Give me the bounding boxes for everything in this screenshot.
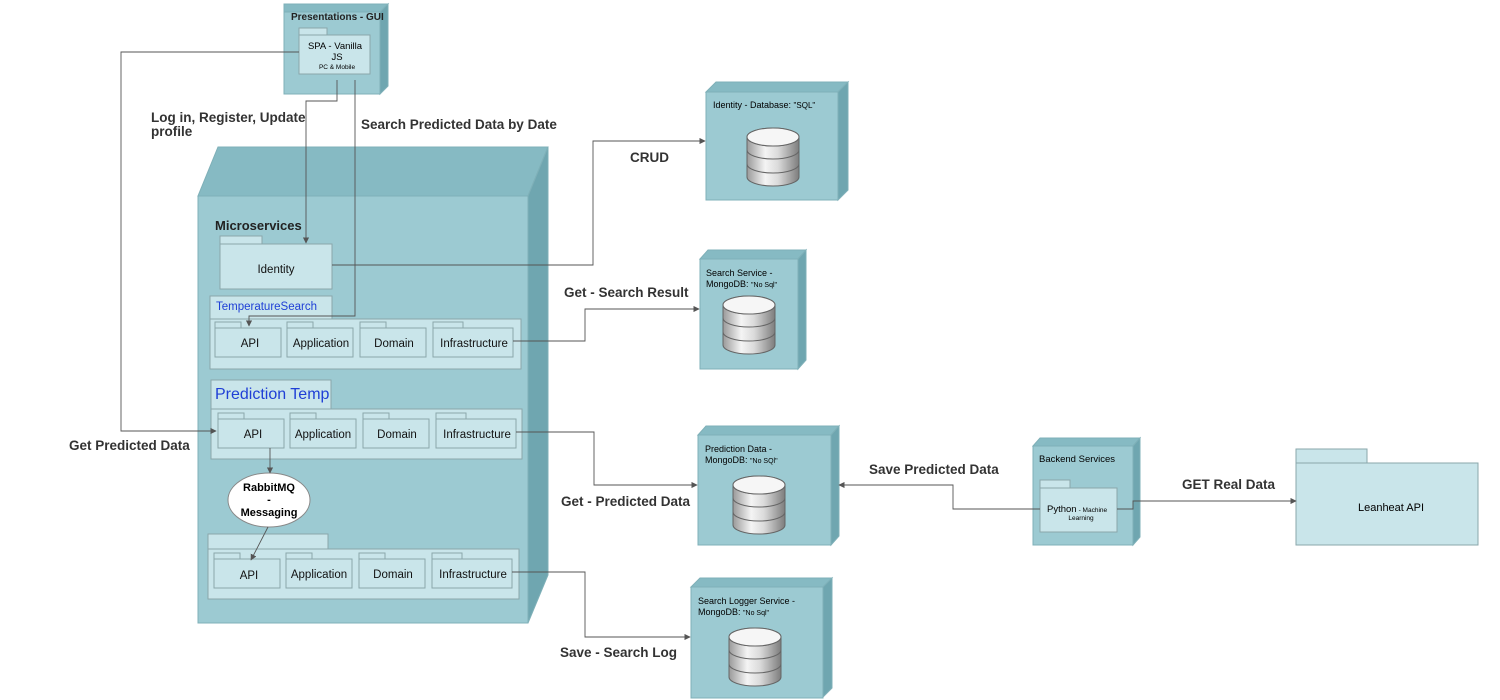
pt-application-component[interactable]: Application	[289, 412, 357, 449]
pt-api-label: API	[244, 429, 263, 441]
leanheat-api-package[interactable]: Leanheat API	[1295, 448, 1479, 546]
database-icon	[732, 475, 786, 535]
search-database-node[interactable]: Search Service - MongoDB: "No Sql"	[698, 248, 808, 371]
lg-application-label: Application	[291, 569, 347, 581]
identity-label: Identity	[257, 264, 294, 276]
lg-application-component[interactable]: Application	[285, 552, 353, 589]
ts-api-label: API	[241, 338, 260, 350]
pt-infrastructure-component[interactable]: Infrastructure	[435, 412, 517, 449]
pt-infrastructure-label: Infrastructure	[443, 429, 511, 441]
edge-label-search-by-date: Search Predicted Data by Date	[361, 117, 557, 132]
prediction-temp-title: Prediction Temp	[215, 386, 330, 403]
ts-infrastructure-label: Infrastructure	[440, 338, 508, 350]
rabbitmq-line-2: -	[267, 494, 271, 506]
prediction-temp-package: Prediction Temp API Application Domain I	[210, 379, 523, 460]
search-db-line-1: Search Service -	[706, 268, 773, 278]
lg-domain-label: Domain	[373, 569, 413, 581]
leanheat-label: Leanheat API	[1358, 502, 1424, 514]
ts-application-component[interactable]: Application	[286, 321, 354, 358]
microservices-node: Microservices Identity TemperatureSearch…	[197, 146, 549, 624]
lg-api-label: API	[240, 570, 259, 582]
prediction-database-node[interactable]: Prediction Data - MongoDB: "No SQl"	[696, 424, 841, 547]
temperature-search-title: TemperatureSearch	[216, 301, 317, 313]
edge-label-crud: CRUD	[630, 150, 669, 165]
edge-label-get-predicted-data: Get - Predicted Data	[561, 494, 691, 509]
logger-package: API Application Domain Infrastructure	[207, 533, 520, 600]
edge-get-search-result	[513, 305, 700, 342]
identity-database-node[interactable]: Identity - Database: "SQL"	[704, 80, 850, 202]
ts-api-component[interactable]: API	[214, 321, 282, 358]
edge-get-real	[1117, 497, 1297, 510]
identity-package[interactable]: Identity	[219, 235, 333, 290]
edge-login	[302, 80, 338, 244]
edge-label-save-predicted: Save Predicted Data	[869, 462, 999, 477]
rabbitmq-node[interactable]: RabbitMQ - Messaging	[227, 472, 311, 528]
ts-application-label: Application	[293, 338, 349, 350]
pt-api-component[interactable]: API	[217, 412, 285, 449]
lg-infrastructure-component[interactable]: Infrastructure	[431, 552, 513, 589]
edge-label-login-2: profile	[151, 124, 193, 139]
edge-save-predicted	[838, 481, 1040, 510]
identity-db-title: Identity - Database: "SQL"	[713, 100, 815, 110]
database-icon	[728, 627, 782, 687]
lg-api-component[interactable]: API	[213, 552, 281, 589]
pt-application-label: Application	[295, 429, 351, 441]
search-db-line-2: MongoDB: "No Sql"	[706, 279, 778, 289]
python-package[interactable]: Python- Machine Learning	[1039, 479, 1118, 533]
rabbitmq-line-1: RabbitMQ	[243, 482, 295, 494]
logger-db-line-1: Search Logger Service -	[698, 596, 795, 606]
prediction-db-line-1: Prediction Data -	[705, 444, 772, 454]
spa-line-3: PC & Mobile	[319, 64, 356, 71]
microservices-title: Microservices	[215, 218, 302, 233]
lg-domain-component[interactable]: Domain	[358, 552, 426, 589]
python-sub-label: Learning	[1068, 515, 1094, 522]
spa-line-2: JS	[331, 52, 342, 63]
edge-from-rabbitmq	[250, 526, 269, 561]
edge-crud	[332, 137, 706, 266]
edge-label-get-search-result: Get - Search Result	[564, 285, 689, 300]
backend-services-node[interactable]: Backend Services Python- Machine Learnin…	[1031, 436, 1142, 547]
edge-save-search-log	[512, 571, 691, 641]
ts-infrastructure-component[interactable]: Infrastructure	[432, 321, 514, 358]
backend-title: Backend Services	[1039, 454, 1115, 465]
spa-package[interactable]: SPA - Vanilla JS PC & Mobile	[298, 27, 371, 75]
ts-domain-label: Domain	[374, 338, 414, 350]
spa-line-1: SPA - Vanilla	[308, 41, 363, 52]
edge-get-predicted-data	[516, 431, 698, 489]
edge-search-by-date	[245, 80, 356, 327]
rabbitmq-line-3: Messaging	[241, 507, 298, 519]
presentation-title: Presentations - GUI	[291, 12, 384, 23]
logger-database-node[interactable]: Search Logger Service - MongoDB: "No Sql…	[689, 576, 834, 699]
database-icon	[722, 295, 776, 355]
edge-label-get-predicted: Get Predicted Data	[69, 438, 190, 453]
lg-infrastructure-label: Infrastructure	[439, 569, 507, 581]
temperature-search-package: TemperatureSearch API Application Domain	[209, 295, 522, 370]
presentation-node: Presentations - GUI SPA - Vanilla JS PC …	[283, 2, 390, 96]
pt-domain-component[interactable]: Domain	[362, 412, 430, 449]
edge-get-predicted	[120, 51, 299, 435]
pt-domain-label: Domain	[377, 429, 417, 441]
ts-domain-component[interactable]: Domain	[359, 321, 427, 358]
edges	[120, 51, 1297, 641]
edge-label-get-real: GET Real Data	[1182, 477, 1276, 492]
python-label: Python- Machine	[1047, 504, 1108, 515]
prediction-db-line-2: MongoDB: "No SQl"	[705, 455, 778, 465]
edge-label-login-1: Log in, Register, Update	[151, 110, 306, 125]
database-icon	[746, 127, 800, 187]
edge-label-save-search-log: Save - Search Log	[560, 645, 677, 660]
logger-db-line-2: MongoDB: "No Sql"	[698, 607, 770, 617]
